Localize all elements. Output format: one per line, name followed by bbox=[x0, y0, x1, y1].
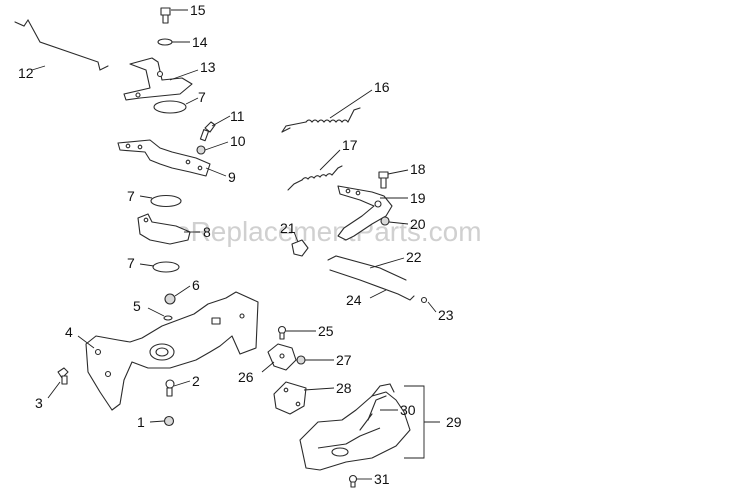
callout-11: 11 bbox=[230, 108, 245, 124]
callout-16: 16 bbox=[374, 79, 390, 95]
part-7-washer-b bbox=[150, 194, 182, 208]
callout-7a: 7 bbox=[198, 89, 206, 105]
part-4-main-bracket bbox=[85, 291, 259, 411]
part-29-grouping-bracket bbox=[404, 385, 440, 459]
part-29-housing-assembly bbox=[299, 383, 411, 471]
part-6-nut bbox=[164, 293, 176, 305]
callout-31: 31 bbox=[374, 471, 390, 487]
part-19-lever bbox=[337, 185, 393, 241]
callout-29: 29 bbox=[446, 414, 462, 430]
part-2-screw bbox=[165, 379, 175, 397]
part-31-screw bbox=[348, 474, 358, 488]
callout-7b: 7 bbox=[127, 188, 135, 204]
part-28-plate bbox=[273, 381, 307, 415]
callout-30: 30 bbox=[400, 402, 416, 418]
callout-9: 9 bbox=[228, 169, 236, 185]
callout-14: 14 bbox=[192, 34, 208, 50]
callout-12: 12 bbox=[18, 65, 34, 81]
part-1-nut bbox=[163, 415, 175, 427]
callout-3: 3 bbox=[35, 395, 43, 411]
callout-1: 1 bbox=[137, 414, 145, 430]
callout-10: 10 bbox=[230, 133, 246, 149]
callout-2: 2 bbox=[192, 373, 200, 389]
part-15-bolt bbox=[160, 7, 171, 24]
part-23-clip bbox=[420, 296, 428, 304]
part-3-bolt bbox=[57, 367, 69, 385]
callout-8: 8 bbox=[203, 224, 211, 240]
callout-22: 22 bbox=[406, 249, 422, 265]
part-12-rod bbox=[14, 18, 109, 71]
part-22-rod bbox=[327, 255, 407, 281]
part-9-lever-plate bbox=[117, 139, 211, 177]
callout-18: 18 bbox=[410, 161, 426, 177]
callout-13: 13 bbox=[200, 59, 216, 75]
callout-15: 15 bbox=[190, 2, 206, 18]
callout-20: 20 bbox=[410, 216, 426, 232]
part-27-nut bbox=[296, 355, 306, 365]
part-11-bolt bbox=[199, 121, 216, 142]
callout-24: 24 bbox=[346, 292, 362, 308]
part-5-washer bbox=[163, 315, 173, 321]
part-18-bolt bbox=[378, 171, 389, 189]
part-21-clip bbox=[291, 239, 309, 257]
callout-19: 19 bbox=[410, 190, 426, 206]
part-13-bracket bbox=[123, 57, 193, 101]
part-14-washer bbox=[157, 38, 173, 46]
leader-lines bbox=[31, 9, 437, 480]
callout-7c: 7 bbox=[127, 255, 135, 271]
callout-28: 28 bbox=[336, 380, 352, 396]
part-20-nut bbox=[380, 216, 390, 226]
callout-6: 6 bbox=[192, 277, 200, 293]
callout-27: 27 bbox=[336, 352, 352, 368]
callout-5: 5 bbox=[133, 298, 141, 314]
part-7-washer-a bbox=[153, 100, 187, 114]
part-17-spring bbox=[287, 165, 343, 191]
part-24-rod bbox=[329, 269, 415, 301]
callout-23: 23 bbox=[438, 307, 454, 323]
watermark: eReplacementParts.com bbox=[175, 216, 482, 247]
callout-26: 26 bbox=[238, 369, 254, 385]
callout-21: 21 bbox=[280, 220, 296, 236]
part-7-washer-c bbox=[152, 261, 180, 273]
part-8-bracket bbox=[137, 213, 191, 245]
part-10-nut bbox=[196, 145, 206, 155]
callout-17: 17 bbox=[342, 137, 358, 153]
part-26-bracket bbox=[267, 343, 297, 371]
callout-numbers: 15 14 13 12 7 11 10 9 7 8 7 6 5 4 3 2 1 … bbox=[18, 2, 462, 487]
callout-25: 25 bbox=[318, 323, 334, 339]
part-25-bolt bbox=[277, 325, 287, 340]
callout-4: 4 bbox=[65, 324, 73, 340]
part-16-spring bbox=[281, 107, 361, 133]
